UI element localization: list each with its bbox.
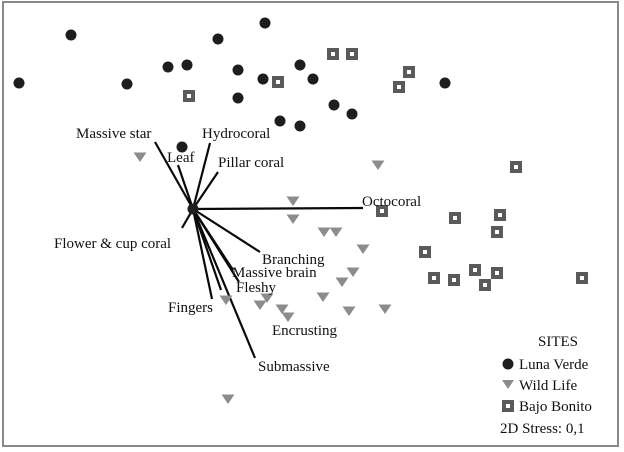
- point-bajo-bonito: [448, 274, 460, 286]
- point-wild-life: [286, 214, 300, 224]
- vector-pillar-coral: [192, 171, 219, 210]
- point-wild-life: [219, 295, 233, 305]
- legend-entry-luna-verde: Luna Verde: [502, 357, 589, 373]
- vector-label-branching: Branching: [262, 252, 325, 268]
- vector-label-submassive: Submassive: [258, 359, 330, 375]
- point-wild-life: [346, 267, 360, 277]
- point-wild-life: [133, 152, 147, 162]
- point-bajo-bonito: [494, 209, 506, 221]
- point-wild-life: [378, 304, 392, 314]
- point-luna-verde: [181, 59, 193, 71]
- vector-massive-star: [154, 141, 194, 210]
- point-bajo-bonito: [393, 81, 405, 93]
- point-bajo-bonito: [449, 212, 461, 224]
- point-bajo-bonito: [272, 76, 284, 88]
- point-luna-verde: [346, 108, 358, 120]
- vector-submassive: [191, 208, 257, 359]
- point-wild-life: [335, 277, 349, 287]
- vector-branching: [192, 208, 261, 253]
- legend-label: Bajo Bonito: [519, 399, 592, 415]
- vector-label-leaf: Leaf: [167, 150, 194, 166]
- vector-fingers: [191, 208, 214, 300]
- vector-label-massive-brain: Massive brain: [232, 265, 317, 281]
- stress-label: 2D Stress: 0,1: [500, 421, 585, 437]
- point-luna-verde: [307, 73, 319, 85]
- point-bajo-bonito: [491, 267, 503, 279]
- point-bajo-bonito: [403, 66, 415, 78]
- legend: SITES Luna Verde Wild Life Bajo Bonito 2…: [500, 334, 592, 437]
- vector-label-hydrocoral: Hydrocoral: [202, 126, 270, 142]
- point-luna-verde: [162, 61, 174, 73]
- point-bajo-bonito: [327, 48, 339, 60]
- point-bajo-bonito: [419, 246, 431, 258]
- point-wild-life: [371, 160, 385, 170]
- legend-entry-bajo-bonito: Bajo Bonito: [502, 399, 592, 415]
- legend-triangle-icon: [502, 380, 514, 389]
- point-wild-life: [260, 293, 274, 303]
- vector-label-fingers: Fingers: [168, 300, 213, 316]
- point-bajo-bonito: [576, 272, 588, 284]
- point-luna-verde: [212, 33, 224, 45]
- point-luna-verde: [259, 17, 271, 29]
- point-wild-life: [275, 304, 289, 314]
- vector-label-octocoral: Octocoral: [362, 194, 421, 210]
- vector-label-massive-star: Massive star: [76, 126, 151, 142]
- legend-entry-wild-life: Wild Life: [502, 378, 577, 394]
- point-luna-verde: [328, 99, 340, 111]
- vectors-layer: [154, 141, 364, 359]
- point-wild-life: [356, 244, 370, 254]
- vector-leaf: [176, 164, 195, 210]
- vector-label-fleshy: Fleshy: [236, 280, 277, 296]
- point-bajo-bonito: [479, 279, 491, 291]
- point-luna-verde: [176, 141, 188, 153]
- legend-circle-icon: [502, 358, 514, 370]
- point-wild-life: [281, 312, 295, 322]
- point-wild-life: [317, 227, 331, 237]
- legend-label: Wild Life: [519, 378, 577, 394]
- point-luna-verde: [121, 78, 133, 90]
- vector-octocoral: [192, 206, 364, 211]
- legend-title: SITES: [538, 334, 578, 350]
- point-luna-verde: [294, 59, 306, 71]
- point-bajo-bonito: [376, 205, 388, 217]
- point-wild-life: [253, 300, 267, 310]
- point-bajo-bonito: [510, 161, 522, 173]
- point-bajo-bonito: [346, 48, 358, 60]
- point-luna-verde: [13, 77, 25, 89]
- legend-label: Luna Verde: [519, 357, 589, 373]
- point-wild-life: [329, 227, 343, 237]
- point-wild-life: [316, 292, 330, 302]
- point-luna-verde: [257, 73, 269, 85]
- point-luna-verde: [187, 203, 199, 215]
- legend-square-center: [506, 404, 510, 408]
- point-wild-life: [286, 196, 300, 206]
- points-layer: [13, 17, 588, 404]
- point-bajo-bonito: [469, 264, 481, 276]
- point-luna-verde: [294, 120, 306, 132]
- vector-label-pillar-coral: Pillar coral: [218, 155, 284, 171]
- point-bajo-bonito: [491, 226, 503, 238]
- point-luna-verde: [439, 77, 451, 89]
- point-bajo-bonito: [183, 90, 195, 102]
- point-luna-verde: [232, 92, 244, 104]
- point-luna-verde: [274, 115, 286, 127]
- vector-fleshy: [192, 208, 240, 283]
- point-bajo-bonito: [428, 272, 440, 284]
- point-wild-life: [342, 306, 356, 316]
- vector-label-encrusting: Encrusting: [272, 323, 337, 339]
- vector-label-flower-cup-coral: Flower & cup coral: [54, 236, 171, 252]
- point-luna-verde: [65, 29, 77, 41]
- vector-hydrocoral: [191, 142, 212, 210]
- point-wild-life: [221, 394, 235, 404]
- point-luna-verde: [232, 64, 244, 76]
